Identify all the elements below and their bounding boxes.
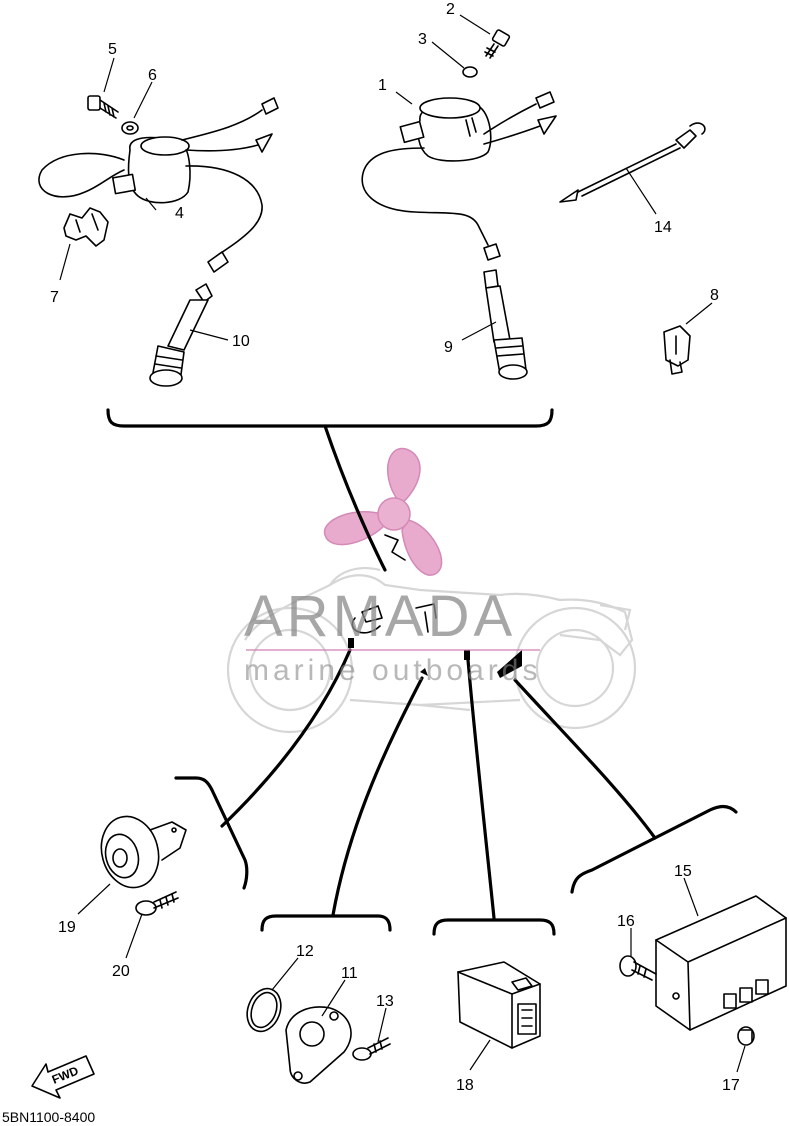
callout-7: 7 [50, 289, 59, 306]
horn-19[interactable] [94, 810, 187, 894]
o-ring-12-inner [250, 991, 278, 1029]
callout-4: 4 [175, 205, 184, 222]
callout-20: 20 [112, 963, 130, 980]
callout-17: 17 [722, 1077, 740, 1094]
watermark-tagline: marine outboards [244, 654, 541, 687]
washer-6-hole [126, 125, 134, 131]
callout-3: 3 [418, 31, 427, 48]
upper-group-bracket [106, 408, 554, 428]
callout-19: 19 [58, 919, 76, 936]
fwd-arrow-icon: FWD [31, 1055, 95, 1099]
watermark-brand: ARMADA [244, 584, 516, 649]
horn-leader [220, 648, 352, 828]
coil-mount-right [415, 603, 437, 633]
clip-on-frame [384, 534, 406, 561]
sensor-11[interactable] [285, 1006, 352, 1084]
callout-14: 14 [654, 219, 672, 236]
bolt-2[interactable] [484, 29, 511, 59]
relay-leader [466, 658, 496, 920]
spark-plug-cap-left[interactable] [149, 283, 213, 387]
callout-12: 12 [296, 943, 314, 960]
horn-bracket [174, 776, 249, 890]
mount-marker-sensor [420, 668, 428, 676]
callout-9: 9 [444, 339, 453, 356]
callout-13: 13 [376, 993, 394, 1010]
diagram-code: 5BN1100-8400 [2, 1109, 95, 1125]
rectifier-leader [513, 678, 657, 840]
washer-6[interactable] [121, 121, 139, 135]
relay-18[interactable] [457, 961, 541, 1049]
o-ring-12[interactable] [241, 984, 286, 1036]
relay-bracket [432, 918, 556, 936]
spark-plug-cap-right[interactable] [483, 269, 528, 380]
screw-13[interactable] [352, 1037, 391, 1061]
rectifier-bracket [570, 804, 738, 894]
mount-marker-relay [464, 650, 470, 660]
coil-wire-left [351, 617, 381, 634]
armada-logo-icon [323, 447, 443, 576]
callout-18: 18 [456, 1077, 474, 1094]
callout-6: 6 [148, 67, 157, 84]
motorcycle-silhouette [226, 567, 637, 734]
bolt-16[interactable] [619, 955, 657, 981]
sensor-leader [331, 676, 424, 917]
bolt-5[interactable] [87, 95, 119, 119]
mount-marker-horn [348, 638, 354, 648]
bolt-20[interactable] [135, 891, 179, 916]
nut-17[interactable] [737, 1026, 755, 1046]
callout-labels: 1 2 3 4 5 6 7 8 9 10 11 12 13 14 15 16 1… [50, 1, 740, 1094]
rectifier-regulator-15[interactable] [655, 895, 787, 1031]
callout-8: 8 [710, 287, 719, 304]
callout-10: 10 [232, 333, 250, 350]
coil-mount-left [361, 605, 383, 623]
callout-leaders [59, 14, 746, 1073]
callout-1: 1 [378, 77, 387, 94]
callout-15: 15 [674, 863, 692, 880]
washer-3[interactable] [462, 66, 478, 78]
clip-8[interactable] [663, 325, 691, 375]
mount-marker-rectifier [497, 650, 522, 678]
upper-group-leader [323, 424, 387, 572]
callout-11: 11 [341, 965, 358, 982]
sensor-bracket [260, 914, 392, 932]
ignition-coil-left[interactable] [38, 97, 279, 273]
clamp-7[interactable] [63, 207, 109, 247]
callout-16: 16 [617, 913, 635, 930]
lead-wire-14[interactable] [559, 122, 706, 203]
callout-2: 2 [446, 1, 455, 18]
ignition-coil-right[interactable] [361, 91, 557, 261]
callout-5: 5 [108, 41, 117, 58]
